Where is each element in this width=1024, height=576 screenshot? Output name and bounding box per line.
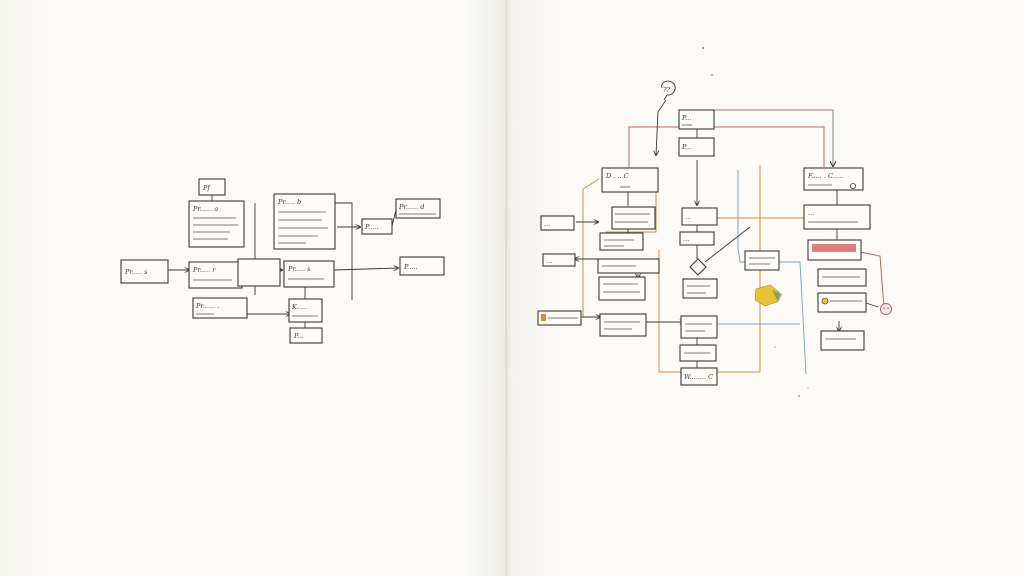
svg-text:W........ C: W........ C	[684, 373, 713, 381]
flow-node: P.....	[361, 218, 393, 235]
svg-text:K.....: K.....	[291, 303, 307, 311]
flow-node: ...	[803, 204, 871, 230]
flow-node: ...	[540, 215, 575, 231]
connector-arrow	[333, 268, 398, 270]
ink-speck	[807, 387, 809, 389]
ink-speck	[798, 395, 800, 397]
svg-text:...: ...	[683, 235, 689, 243]
flow-node: P...	[289, 327, 323, 344]
svg-text:Pf: Pf	[202, 184, 211, 192]
flow-node: P...	[678, 137, 715, 157]
flow-node: Pf	[198, 178, 226, 196]
flow-node: Pr..... s	[120, 259, 169, 284]
notebook-spine	[505, 0, 507, 576]
connector-red	[628, 126, 825, 168]
svg-text:P...: P...	[681, 143, 691, 151]
flow-node	[599, 313, 647, 337]
connector-line	[865, 302, 879, 308]
flow-node	[817, 268, 867, 287]
svg-text:F..... . C.....: F..... . C.....	[807, 172, 843, 180]
flow-node	[597, 258, 660, 274]
svg-text:??: ??	[663, 86, 670, 94]
flow-node: W........ C	[680, 367, 718, 386]
svg-text:Pr...... .: Pr...... .	[195, 302, 219, 310]
flow-node: Pr...... a	[188, 200, 245, 248]
flow-node	[817, 292, 867, 313]
flow-node	[680, 315, 718, 339]
empty-node	[237, 258, 281, 287]
decision-diamond	[689, 258, 707, 276]
svg-text:...: ...	[546, 257, 552, 265]
flow-node	[682, 278, 718, 299]
left-flowchart: Pf Pr...... a Pr..... b Pr..... s Pr....…	[120, 178, 445, 344]
flow-node: Pr...... .	[192, 297, 248, 319]
connector-line	[335, 202, 353, 300]
right-flowchart: ?? P... P... D . .. C ...	[537, 47, 892, 397]
svg-text:P...: P...	[681, 114, 691, 122]
flow-node: ...	[679, 231, 715, 246]
ink-speck	[711, 74, 713, 76]
flow-node: Pr..... r	[188, 261, 243, 289]
connector-purple	[714, 109, 833, 166]
flow-node: P...	[678, 109, 715, 130]
connector-orange	[606, 181, 657, 233]
connector-arrow	[656, 99, 667, 155]
svg-text:Pr..... r: Pr..... r	[192, 266, 216, 274]
connector-red	[859, 251, 885, 308]
flow-node	[679, 344, 717, 362]
svg-text:P.....: P.....	[403, 263, 417, 271]
ink-speck	[702, 47, 704, 49]
flow-node: P.....	[399, 256, 445, 276]
connector-blue	[737, 170, 807, 375]
svg-text:Pr..... s: Pr..... s	[287, 265, 311, 273]
flow-node	[599, 232, 644, 251]
svg-text:...: ...	[685, 213, 691, 221]
flow-node	[807, 239, 862, 261]
face-icon	[880, 303, 892, 315]
connector-orange	[716, 165, 761, 373]
flow-node: Pr..... b	[273, 193, 336, 250]
svg-text:Pr...... d: Pr...... d	[398, 203, 424, 211]
flow-node	[744, 250, 780, 271]
svg-text:...: ...	[808, 209, 814, 217]
svg-text:P.....: P.....	[364, 223, 378, 231]
svg-text:P...: P...	[293, 332, 303, 340]
connector-orange	[658, 250, 684, 373]
sticky-note-leaf	[772, 290, 782, 302]
flow-node: ...	[681, 207, 718, 226]
svg-text:Pr..... s: Pr..... s	[124, 268, 148, 276]
connector-line	[391, 209, 397, 227]
flow-node: Pr...... d	[395, 198, 441, 219]
svg-text:...: ...	[544, 220, 550, 228]
flow-node: D . .. C	[601, 167, 659, 193]
svg-text:Pr...... a: Pr...... a	[192, 205, 218, 213]
connector-line	[704, 226, 751, 263]
svg-text:D . .. C: D . .. C	[605, 172, 629, 180]
flow-node: K.....	[288, 298, 323, 323]
ink-speck	[774, 346, 776, 348]
flow-node	[820, 330, 865, 351]
svg-text:Pr..... b: Pr..... b	[277, 198, 301, 206]
flow-node: ...	[542, 253, 576, 267]
flow-node	[598, 276, 646, 301]
flow-node: F..... . C.....	[803, 167, 864, 191]
flow-node	[611, 206, 656, 230]
question-bubble: ??	[661, 80, 676, 101]
connector-orange	[582, 178, 600, 190]
sticky-note-blob	[754, 284, 780, 307]
flow-node: Pr..... s	[283, 260, 335, 288]
flow-node	[537, 310, 582, 326]
